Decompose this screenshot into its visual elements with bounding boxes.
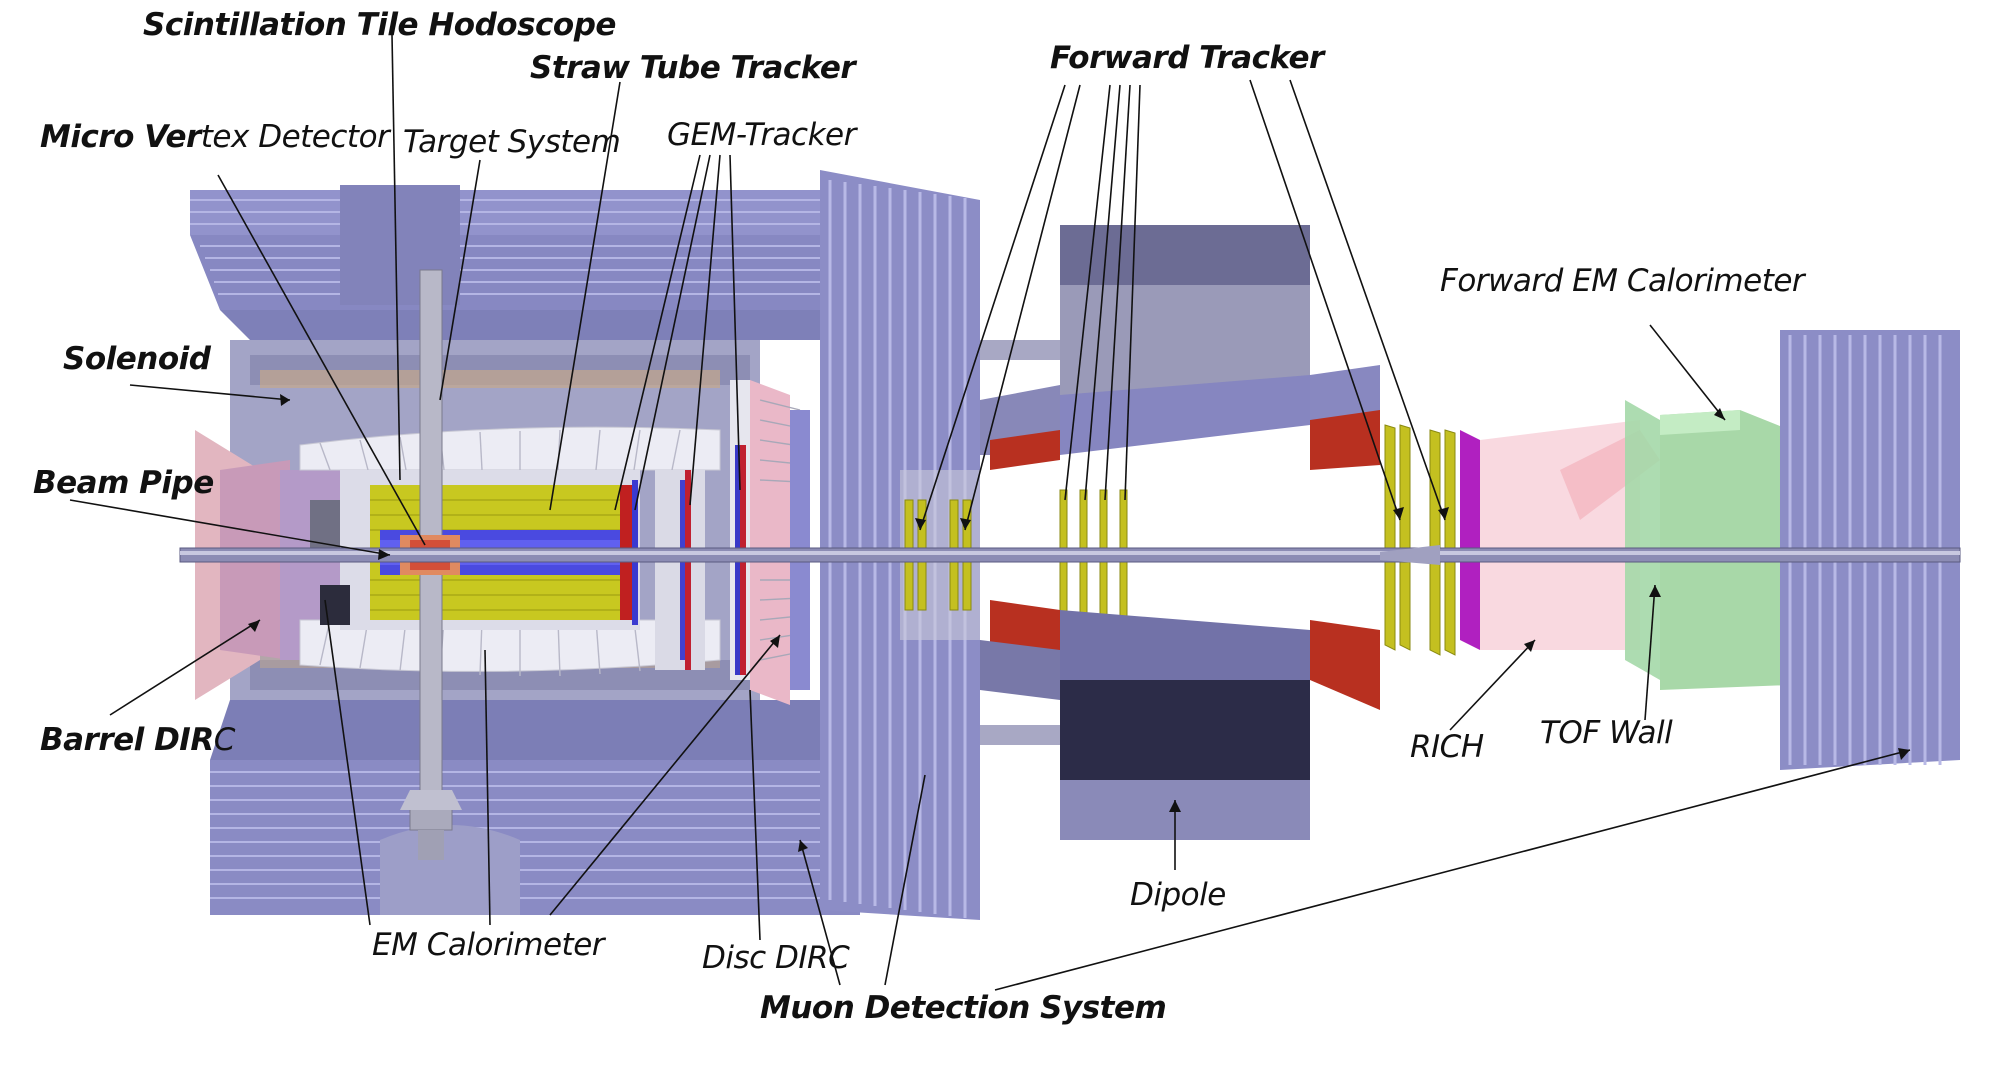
label-barrel-dirc-bold: Barrel DIR (40, 722, 214, 758)
label-dipole: Dipole (1130, 877, 1226, 913)
label-micro-vertex-detector: Micro Vertex Detector (40, 119, 392, 155)
label-scintillation-tile-hodoscope: Scintillation Tile Hodoscope (143, 7, 616, 43)
label-beam-pipe: Beam Pipe (33, 465, 214, 501)
label-barrel-dirc-rest: C (214, 722, 236, 758)
label-straw-tube-tracker: Straw Tube Tracker (530, 50, 857, 86)
label-forward-em-calorimeter: Forward EM Calorimeter (1440, 263, 1807, 299)
label-tof-wall: TOF Wall (1540, 715, 1673, 751)
muon-filter (820, 170, 980, 920)
label-barrel-dirc: Barrel DIRC (40, 722, 236, 758)
label-rich: RICH (1410, 729, 1484, 765)
label-forward-tracker: Forward Tracker (1050, 40, 1326, 76)
label-target-system: Target System (403, 124, 620, 160)
dipole-magnet (980, 225, 1380, 840)
beam-pipe-shape (179, 545, 1961, 565)
label-muon-detection-system: Muon Detection System (760, 990, 1166, 1026)
label-micro-vertex-rest: tex Detector (201, 119, 392, 155)
label-solenoid: Solenoid (63, 341, 212, 377)
arrowheads (248, 394, 1910, 852)
upper-iron-yoke (190, 185, 860, 340)
leader-lines (69, 34, 1911, 991)
label-gem-tracker: GEM-Tracker (667, 117, 859, 153)
labels: Scintillation Tile Hodoscope Straw Tube … (33, 7, 1807, 1026)
lower-iron-yoke (210, 700, 860, 915)
label-em-calorimeter: EM Calorimeter (372, 927, 607, 963)
target-spectrometer (190, 185, 860, 915)
emc-fan (299, 426, 721, 677)
label-micro-vertex-bold: Micro Ver (40, 119, 203, 155)
label-disc-dirc: Disc DIRC (702, 940, 850, 976)
